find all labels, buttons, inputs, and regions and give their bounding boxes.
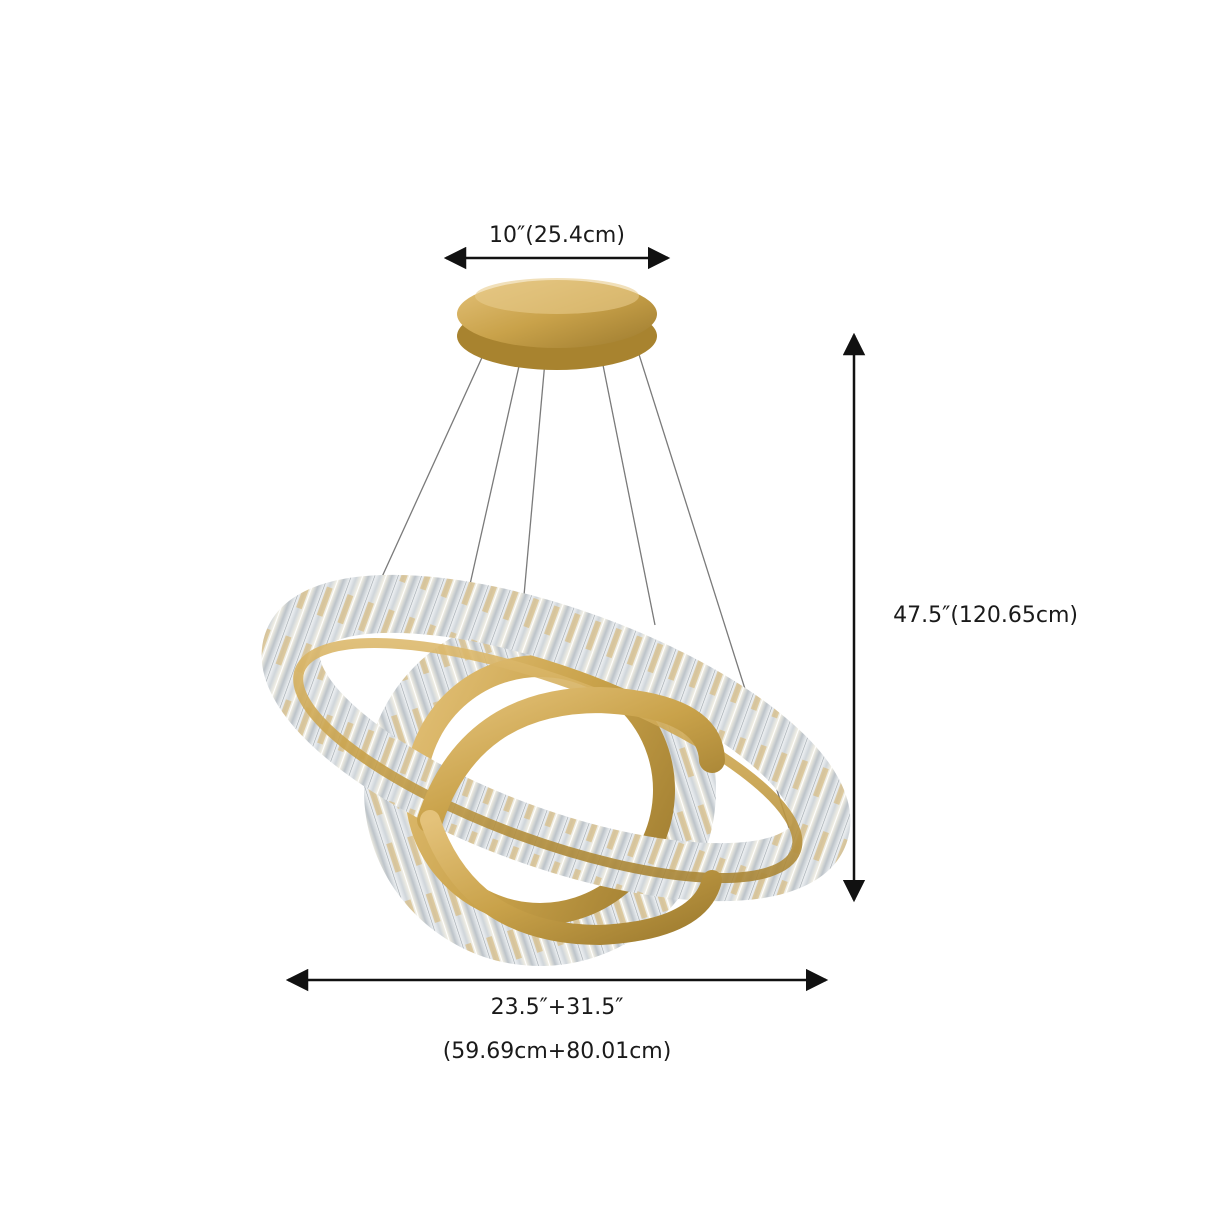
ring-diameter-cm-label: (59.69cm+80.01cm) — [443, 1039, 672, 1064]
ring-diameter-inches-label: 23.5″+31.5″ — [491, 995, 624, 1020]
ceiling-canopy — [457, 278, 657, 370]
small-ring-front-band — [417, 686, 725, 946]
canopy-width-label: 10″(25.4cm) — [489, 223, 625, 248]
overall-height-dimension: 47.5″(120.65cm) — [842, 332, 1078, 903]
overall-height-label: 47.5″(120.65cm) — [893, 603, 1078, 628]
ring-diameter-dimension: 23.5″+31.5″ (59.69cm+80.01cm) — [285, 968, 829, 1064]
chandelier-illustration — [261, 278, 851, 966]
canopy-width-dimension: 10″(25.4cm) — [443, 223, 671, 270]
large-crystal-ring — [261, 574, 851, 902]
